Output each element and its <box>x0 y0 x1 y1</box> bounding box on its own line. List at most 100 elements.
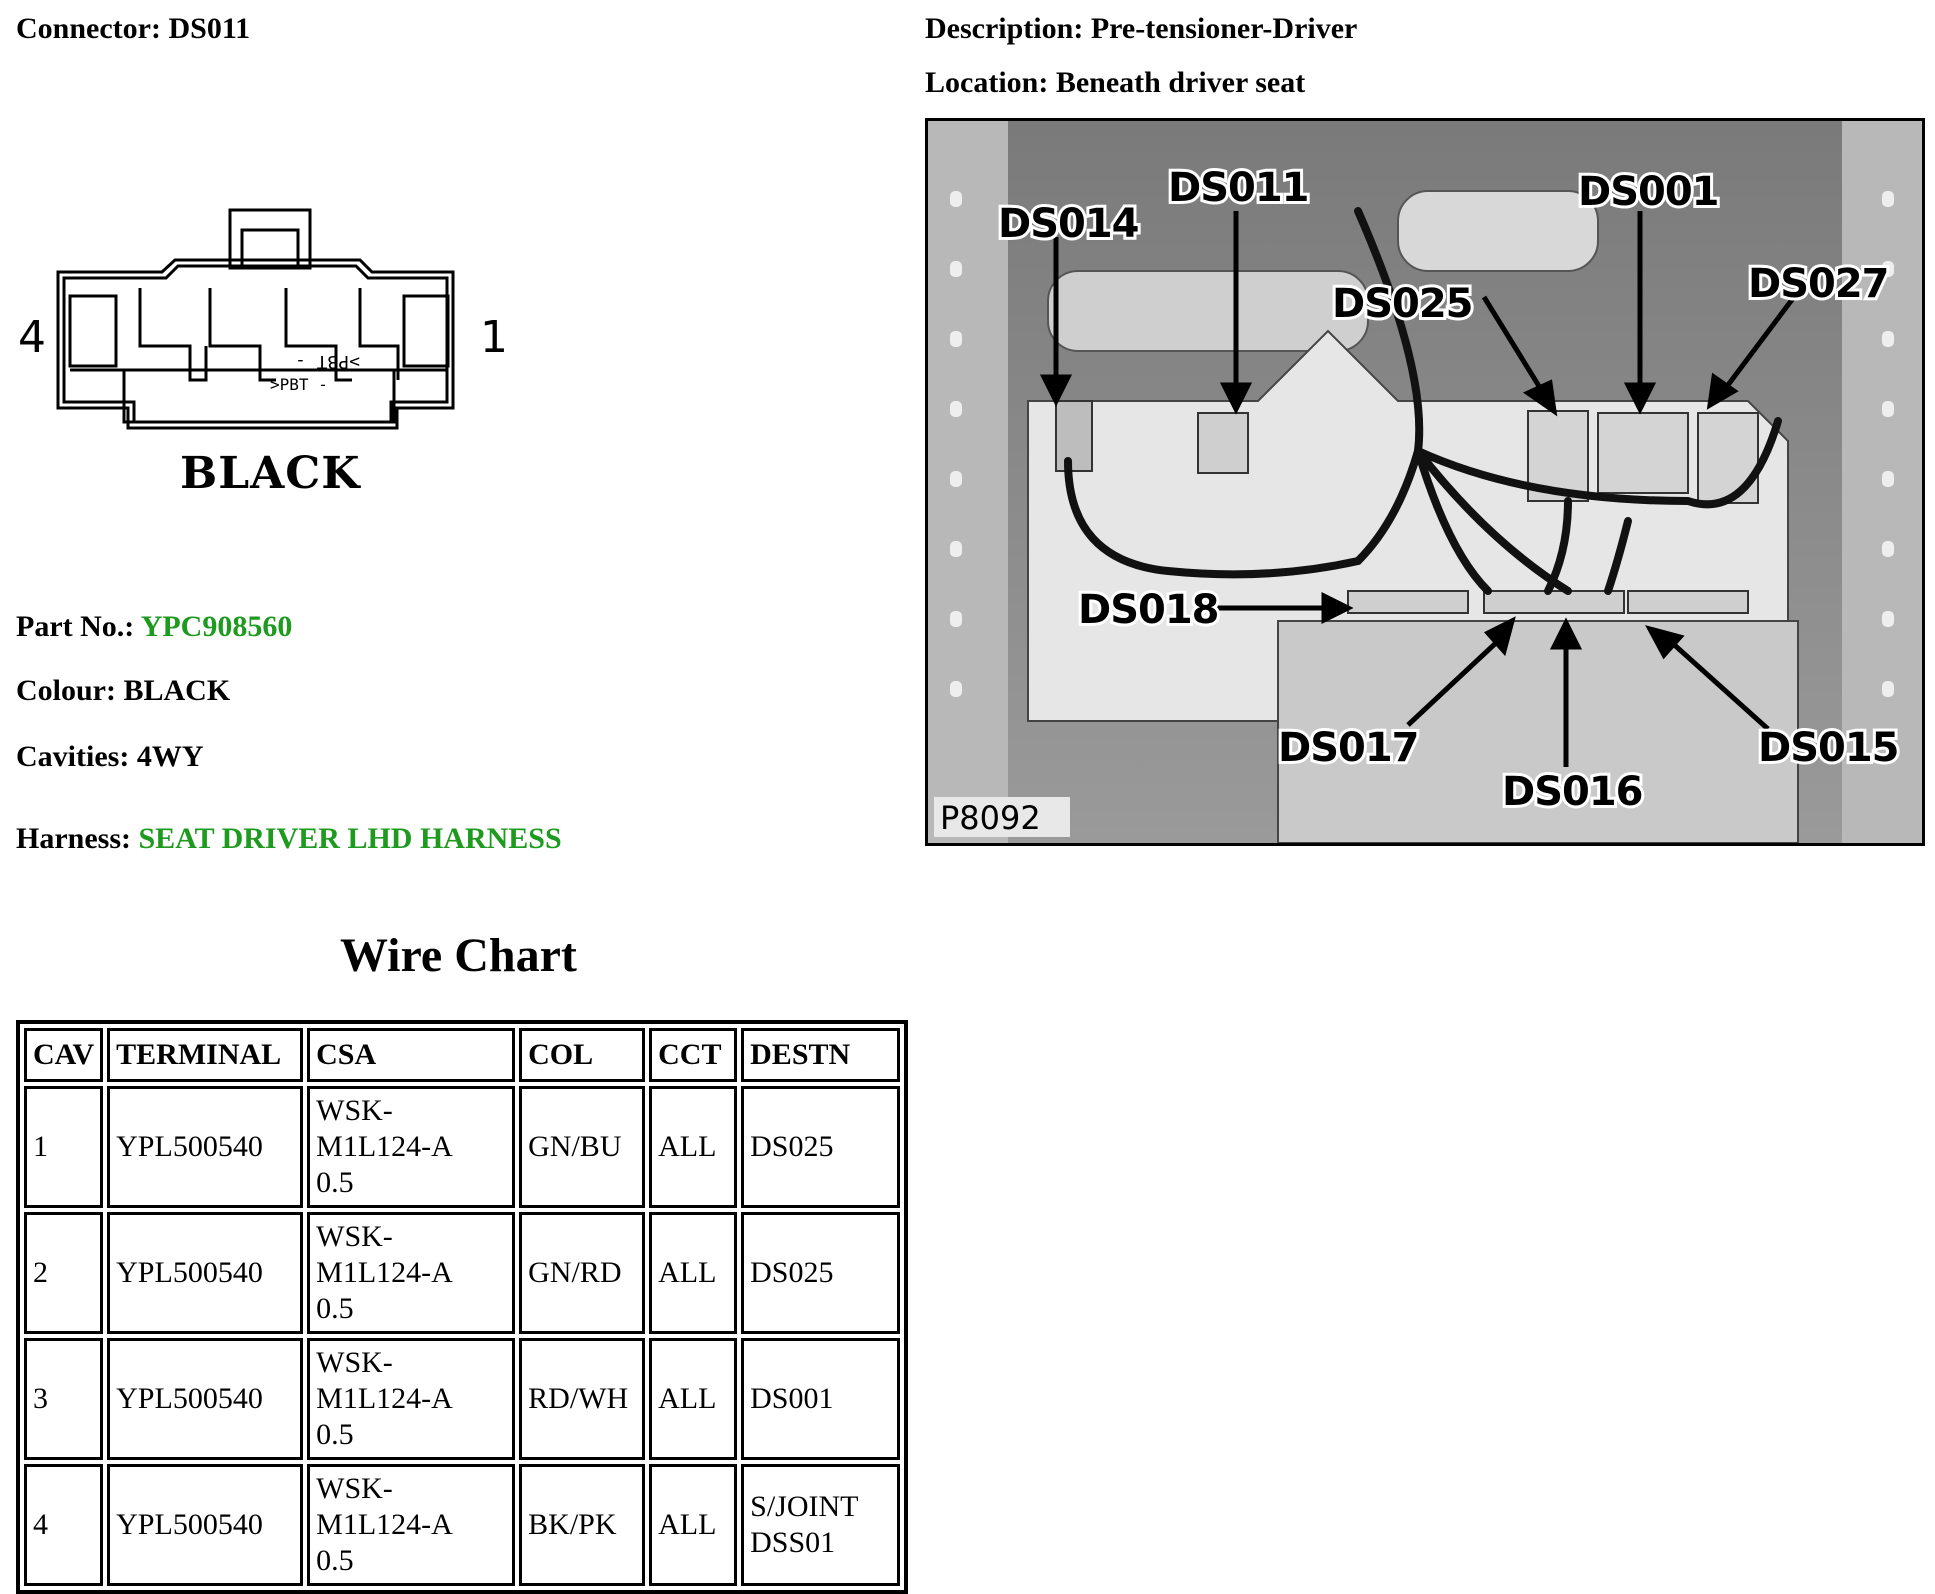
csa-line: 0.5 <box>316 1166 354 1199</box>
cavity-stepped-b <box>208 288 276 382</box>
description-value: Pre-tensioner-Driver <box>1090 12 1358 45</box>
tray <box>122 368 396 424</box>
colour-line: Colour: BLACK <box>16 674 230 708</box>
description-label: Description: <box>925 12 1084 45</box>
colour-label: Colour: <box>16 674 116 707</box>
wire-chart-title: Wire Chart <box>340 929 577 982</box>
csa-line: 0.5 <box>316 1418 354 1451</box>
destn-line: S/JOINT <box>750 1490 859 1523</box>
colour-value: BLACK <box>123 674 231 707</box>
connector-outline <box>56 258 455 430</box>
part-no-link[interactable]: YPC908560 <box>140 610 293 643</box>
csa-line: M1L124-A <box>316 1382 453 1415</box>
cell-cct: ALL <box>649 1086 738 1208</box>
cavity-4 <box>68 294 118 368</box>
cell-destn: DS001 <box>741 1338 900 1460</box>
cell-cav: 4 <box>24 1464 104 1586</box>
header-cct: CCT <box>649 1028 738 1082</box>
destn-line: DS001 <box>750 1382 834 1415</box>
callout-ds017: DS017 <box>1278 725 1419 771</box>
cell-terminal: YPL500540 <box>107 1212 304 1334</box>
csa-line: WSK- <box>316 1472 393 1505</box>
header-cav: CAV <box>24 1028 104 1082</box>
description-line: Description: Pre-tensioner-Driver <box>925 12 1357 46</box>
header-destn: DESTN <box>741 1028 900 1082</box>
cell-destn: DS025 <box>741 1086 900 1208</box>
destn-line: DS025 <box>750 1256 834 1289</box>
cell-cav: 1 <box>24 1086 104 1208</box>
callout-ds027: DS027 <box>1748 261 1889 307</box>
csa-line: M1L124-A <box>316 1130 453 1163</box>
moulded-text-2: >PBT - <box>270 375 328 394</box>
cell-cav: 2 <box>24 1212 104 1334</box>
csa-line: 0.5 <box>316 1292 354 1325</box>
wire-chart-table: CAV TERMINAL CSA COL CCT DESTN 1 YPL5005… <box>16 1020 908 1594</box>
cavities-value: 4WY <box>136 740 204 773</box>
cell-cav: 3 <box>24 1338 104 1460</box>
cell-col: GN/BU <box>519 1086 646 1208</box>
callout-ds016: DS016 <box>1502 769 1643 815</box>
cavity-1 <box>402 294 450 368</box>
wire-chart-header-row: CAV TERMINAL CSA COL CCT DESTN <box>24 1028 900 1082</box>
connector-line: Connector: DS011 <box>16 12 250 46</box>
connector-value: DS011 <box>168 12 251 45</box>
cell-terminal: YPL500540 <box>107 1338 304 1460</box>
pin-number-right: 1 <box>480 312 508 363</box>
cell-terminal: YPL500540 <box>107 1086 304 1208</box>
callout-ds014: DS014 <box>998 201 1139 247</box>
callout-ds025: DS025 <box>1332 281 1473 327</box>
cell-cct: ALL <box>649 1212 738 1334</box>
csa-line: 0.5 <box>316 1544 354 1577</box>
destn-line: DSS01 <box>750 1526 836 1559</box>
csa-line: WSK- <box>316 1220 393 1253</box>
location-label: Location: <box>925 66 1049 99</box>
connector-face-diagram: >PBT - >PBT - <box>56 208 455 430</box>
callout-ds018: DS018 <box>1078 587 1219 633</box>
harness-link[interactable]: SEAT DRIVER LHD HARNESS <box>138 822 562 855</box>
connector-label: Connector: <box>16 12 161 45</box>
part-no-label: Part No.: <box>16 610 135 643</box>
harness-label: Harness: <box>16 822 131 855</box>
cavity-stepped-d <box>358 288 400 380</box>
header-csa: CSA <box>307 1028 516 1082</box>
cavity-stepped-c <box>284 288 352 382</box>
photo-code: P8092 <box>940 799 1041 837</box>
location-value: Beneath driver seat <box>1055 66 1306 99</box>
cell-cct: ALL <box>649 1338 738 1460</box>
location-line: Location: Beneath driver seat <box>925 66 1305 100</box>
callout-ds011: DS011 <box>1168 165 1309 211</box>
cavities-label: Cavities: <box>16 740 130 773</box>
cell-destn: DS025 <box>741 1212 900 1334</box>
header-terminal: TERMINAL <box>107 1028 304 1082</box>
connector-colour-label: BLACK <box>180 448 361 499</box>
csa-line: M1L124-A <box>316 1508 453 1541</box>
csa-line: WSK- <box>316 1346 393 1379</box>
moulded-text-1: >PBT - <box>295 351 360 372</box>
part-no-line: Part No.: YPC908560 <box>16 610 292 644</box>
location-photo: DS014 DS011 DS001 DS025 DS027 DS018 DS01… <box>925 118 1925 846</box>
cell-cct: ALL <box>649 1464 738 1586</box>
callout-ds001: DS001 <box>1578 169 1719 215</box>
cell-col: RD/WH <box>519 1338 646 1460</box>
csa-line: M1L124-A <box>316 1256 453 1289</box>
callout-ds015: DS015 <box>1758 725 1899 771</box>
cavity-2-stepped <box>138 288 208 382</box>
harness-line: Harness: SEAT DRIVER LHD HARNESS <box>16 822 562 856</box>
destn-line: DS025 <box>750 1130 834 1163</box>
cavities-line: Cavities: 4WY <box>16 740 203 774</box>
csa-line: WSK- <box>316 1094 393 1127</box>
latch-inner <box>240 228 300 270</box>
cell-terminal: YPL500540 <box>107 1464 304 1586</box>
header-col: COL <box>519 1028 646 1082</box>
cell-col: GN/RD <box>519 1212 646 1334</box>
connector-outline-inner <box>62 264 449 424</box>
